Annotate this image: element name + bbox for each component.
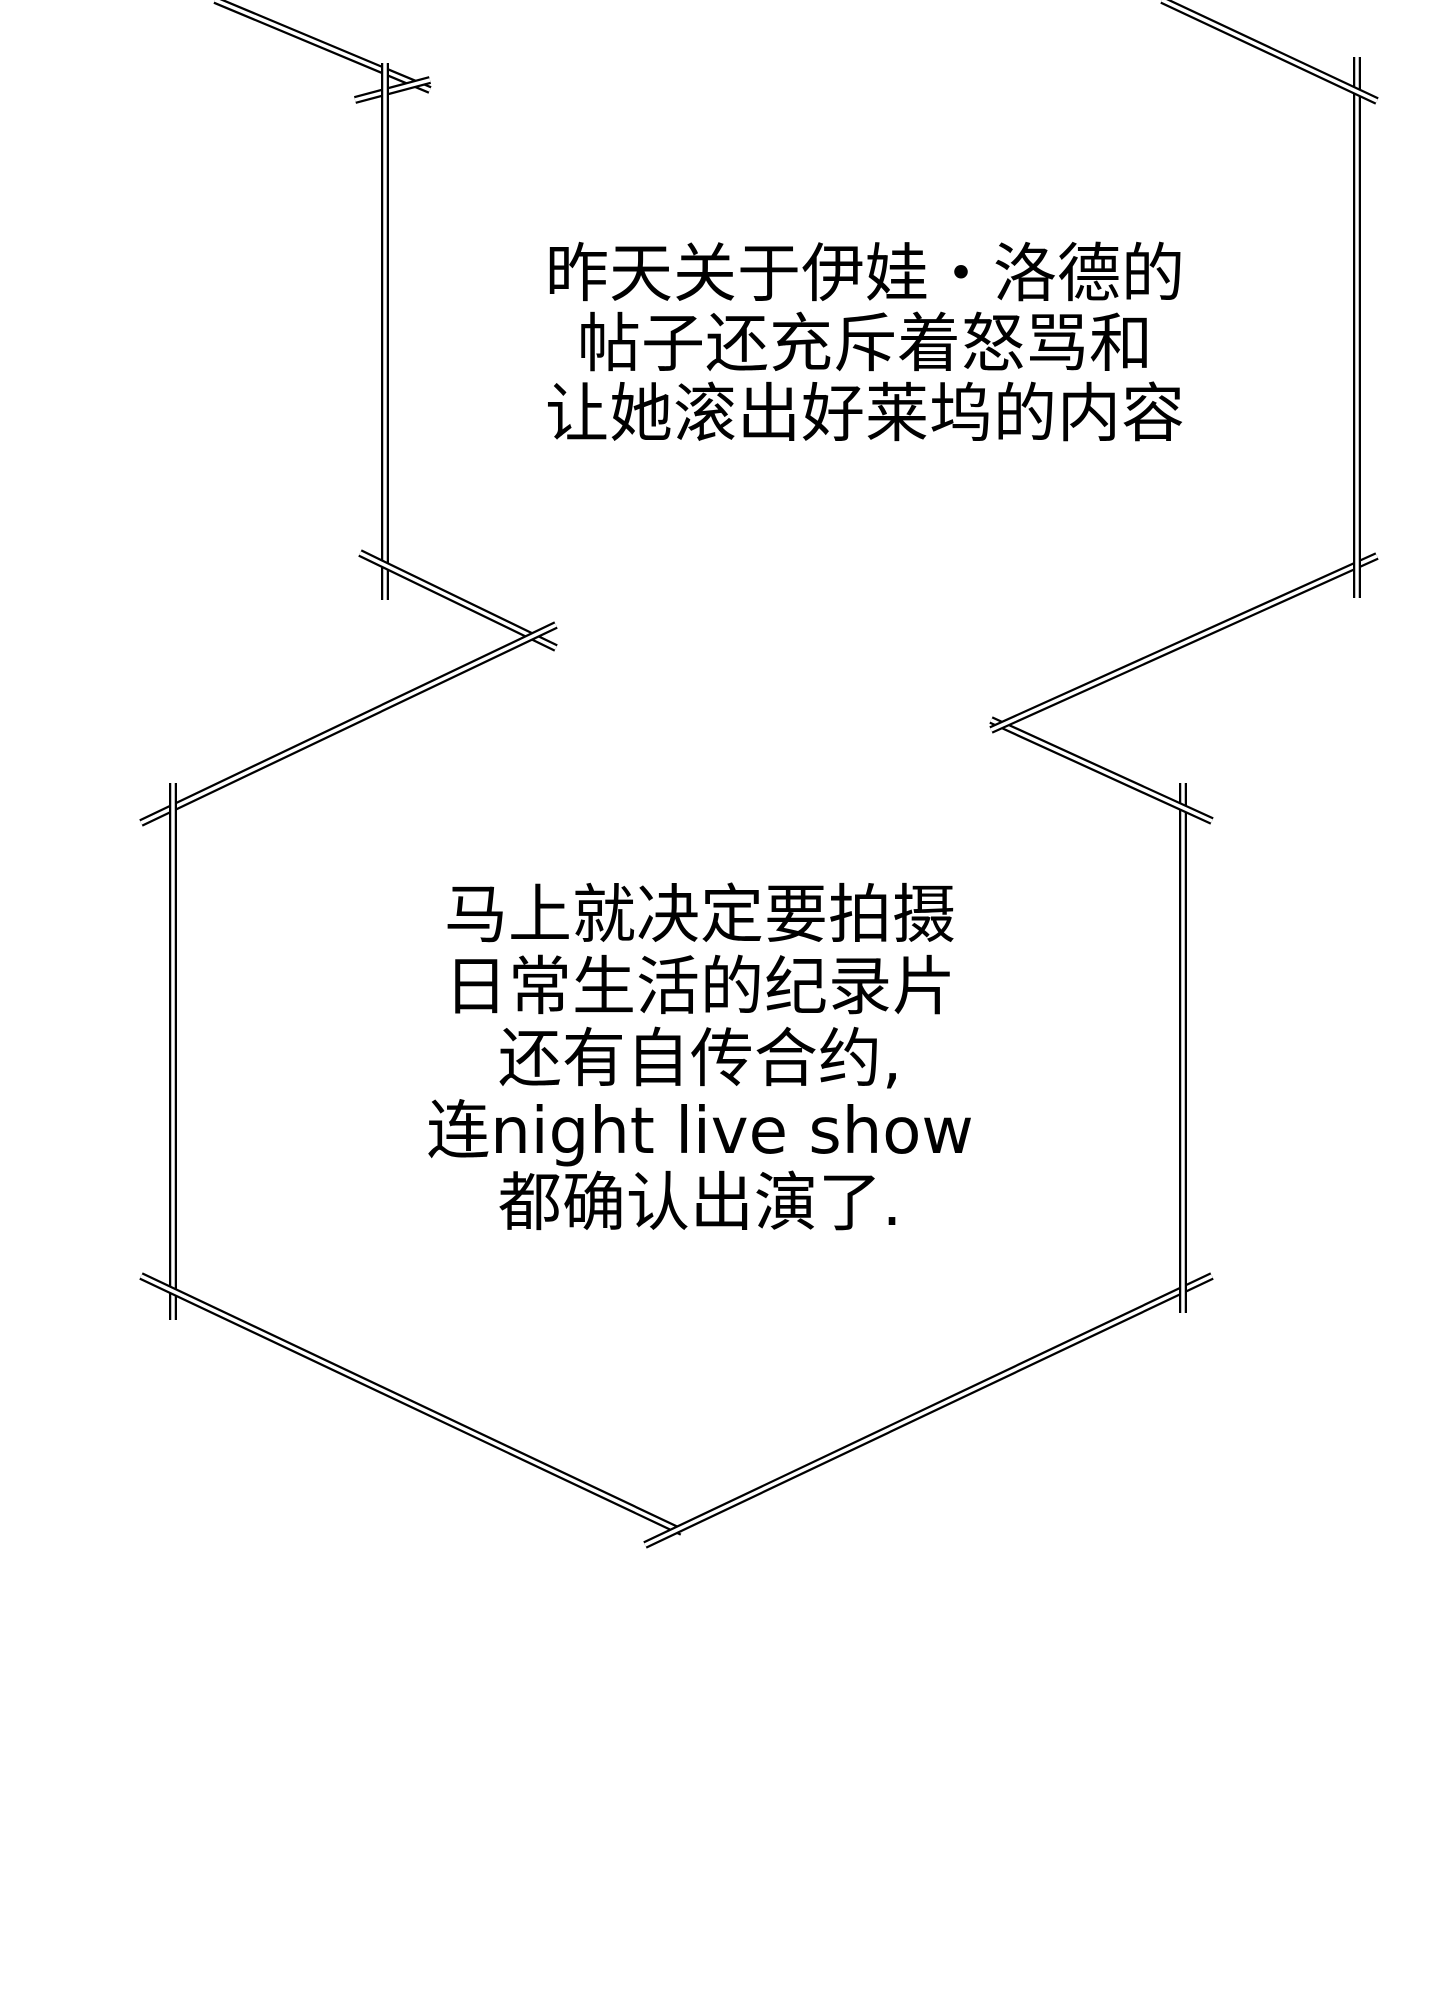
caption-line: 让她滚出好莱坞的内容 (545, 378, 1185, 452)
frame-line (990, 718, 1213, 823)
caption-line: 帖子还充斥着怒骂和 (577, 308, 1153, 382)
frame-line (990, 554, 1378, 732)
caption-top: 昨天关于伊娃・洛德的 帖子还充斥着怒骂和 让她滚出好莱坞的内容 (465, 240, 1265, 450)
caption-line: 连night live show (426, 1095, 974, 1169)
frame-line (1161, 0, 1378, 103)
caption-line: 还有自传合约, (497, 1023, 903, 1097)
frame-line (644, 1274, 1213, 1547)
caption-line: 昨天关于伊娃・洛德的 (545, 238, 1185, 312)
frame-line (214, 0, 431, 92)
caption-line: 马上就决定要拍摄 (444, 879, 956, 953)
caption-bottom: 马上就决定要拍摄 日常生活的纪录片 还有自传合约, 连night live sh… (300, 880, 1100, 1240)
caption-line: 都确认出演了. (497, 1167, 903, 1241)
frame-line (354, 78, 431, 102)
caption-line: 日常生活的纪录片 (444, 951, 956, 1025)
frame-line (140, 623, 557, 825)
frame-line (140, 1274, 683, 1534)
frame-line (359, 551, 557, 650)
